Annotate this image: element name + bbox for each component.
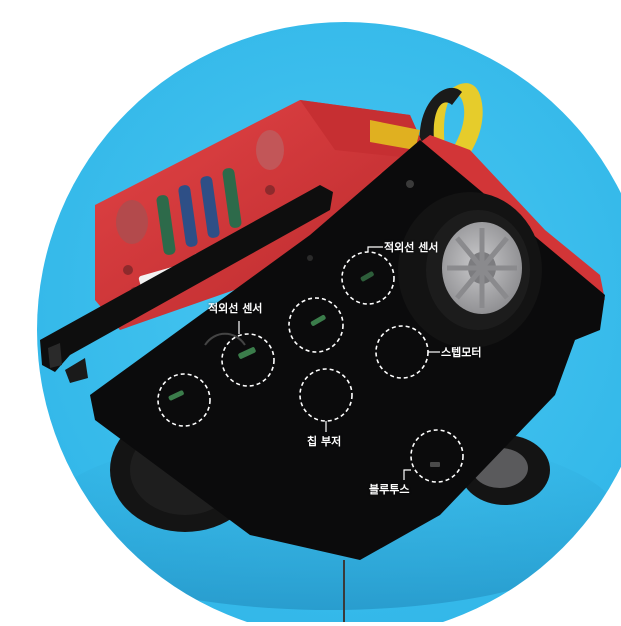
front-wheel <box>398 192 542 348</box>
label-ir-sensor-top: 적외선 센서 <box>384 242 438 253</box>
label-bluetooth: 블루투스 <box>369 484 409 495</box>
label-step-motor: 스텝모터 <box>441 347 481 358</box>
headlight-left <box>116 200 148 244</box>
label-ir-sensor-left: 적외선 센서 <box>208 303 262 314</box>
headlight-right <box>256 130 284 170</box>
label-chip-buzzer: 칩 부저 <box>307 436 341 447</box>
